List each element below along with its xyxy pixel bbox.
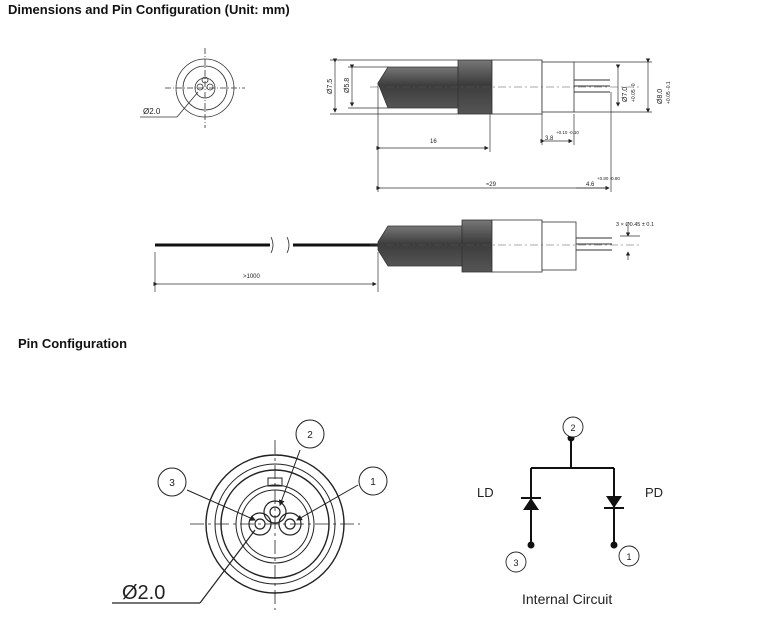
- circuit-pin-3-number: 3: [513, 558, 518, 568]
- circuit-pin-1-number: 1: [626, 552, 631, 562]
- pin-callout-2: 2: [295, 419, 325, 449]
- dia-7-0-label: Ø7.0: [622, 87, 629, 102]
- ld-diode-symbol: [521, 497, 541, 510]
- pin-spec-label: 3 × Ø0.45 ± 0.1: [616, 222, 654, 228]
- circuit-callout-1: 1: [618, 545, 640, 567]
- length-4-6-tolerance: +0.80 -0.80: [597, 176, 620, 181]
- dimensions-heading: Dimensions and Pin Configuration (Unit: …: [8, 2, 290, 17]
- length-16-label: 16: [430, 139, 437, 145]
- pd-diode-symbol: [604, 496, 624, 509]
- dia-8-0-tolerance: +0.05 -0.1: [666, 81, 672, 104]
- end-view-diameter-label: Ø2.0: [143, 107, 161, 116]
- pin-callout-1: 1: [358, 466, 388, 496]
- circuit-callout-3: 3: [505, 551, 527, 573]
- pd-label: PD: [645, 485, 663, 500]
- dia-7-0-tolerance: +0.05 -0: [631, 83, 637, 102]
- pin-end-view-large: [112, 440, 360, 610]
- length-4-6-label: 4.6: [586, 182, 595, 188]
- length-3-8-tolerance: +0.10 -0.10: [556, 130, 579, 135]
- pin-configuration-heading: Pin Configuration: [18, 336, 128, 351]
- length-3-8-label: 3.8: [545, 136, 554, 142]
- fiber-length-label: >1000: [243, 274, 261, 280]
- pin-3-number: 3: [169, 478, 175, 489]
- circuit-callout-2: 2: [562, 416, 584, 438]
- pin-1-number: 1: [370, 477, 376, 488]
- end-view-small: [140, 48, 245, 128]
- pin-callout-3: 3: [157, 467, 187, 497]
- internal-circuit: [530, 438, 615, 545]
- length-29-label: ≈29: [486, 182, 497, 188]
- pin-2-number: 2: [307, 430, 313, 441]
- circuit-node-3: [527, 541, 535, 549]
- dia-8-0-label: Ø8.0: [657, 89, 664, 104]
- dia-5-8-label: Ø5.8: [344, 78, 351, 93]
- dia-7-5-label: Ø7.5: [327, 79, 334, 94]
- laser-module-side-view: [370, 59, 640, 115]
- circuit-pin-2-number: 2: [570, 423, 575, 433]
- pin-diagram-diameter-label: Ø2.0: [122, 582, 165, 604]
- internal-circuit-caption: Internal Circuit: [522, 591, 612, 607]
- circuit-node-1: [610, 541, 618, 549]
- ld-label: LD: [477, 485, 494, 500]
- laser-module-with-fiber: [155, 219, 640, 273]
